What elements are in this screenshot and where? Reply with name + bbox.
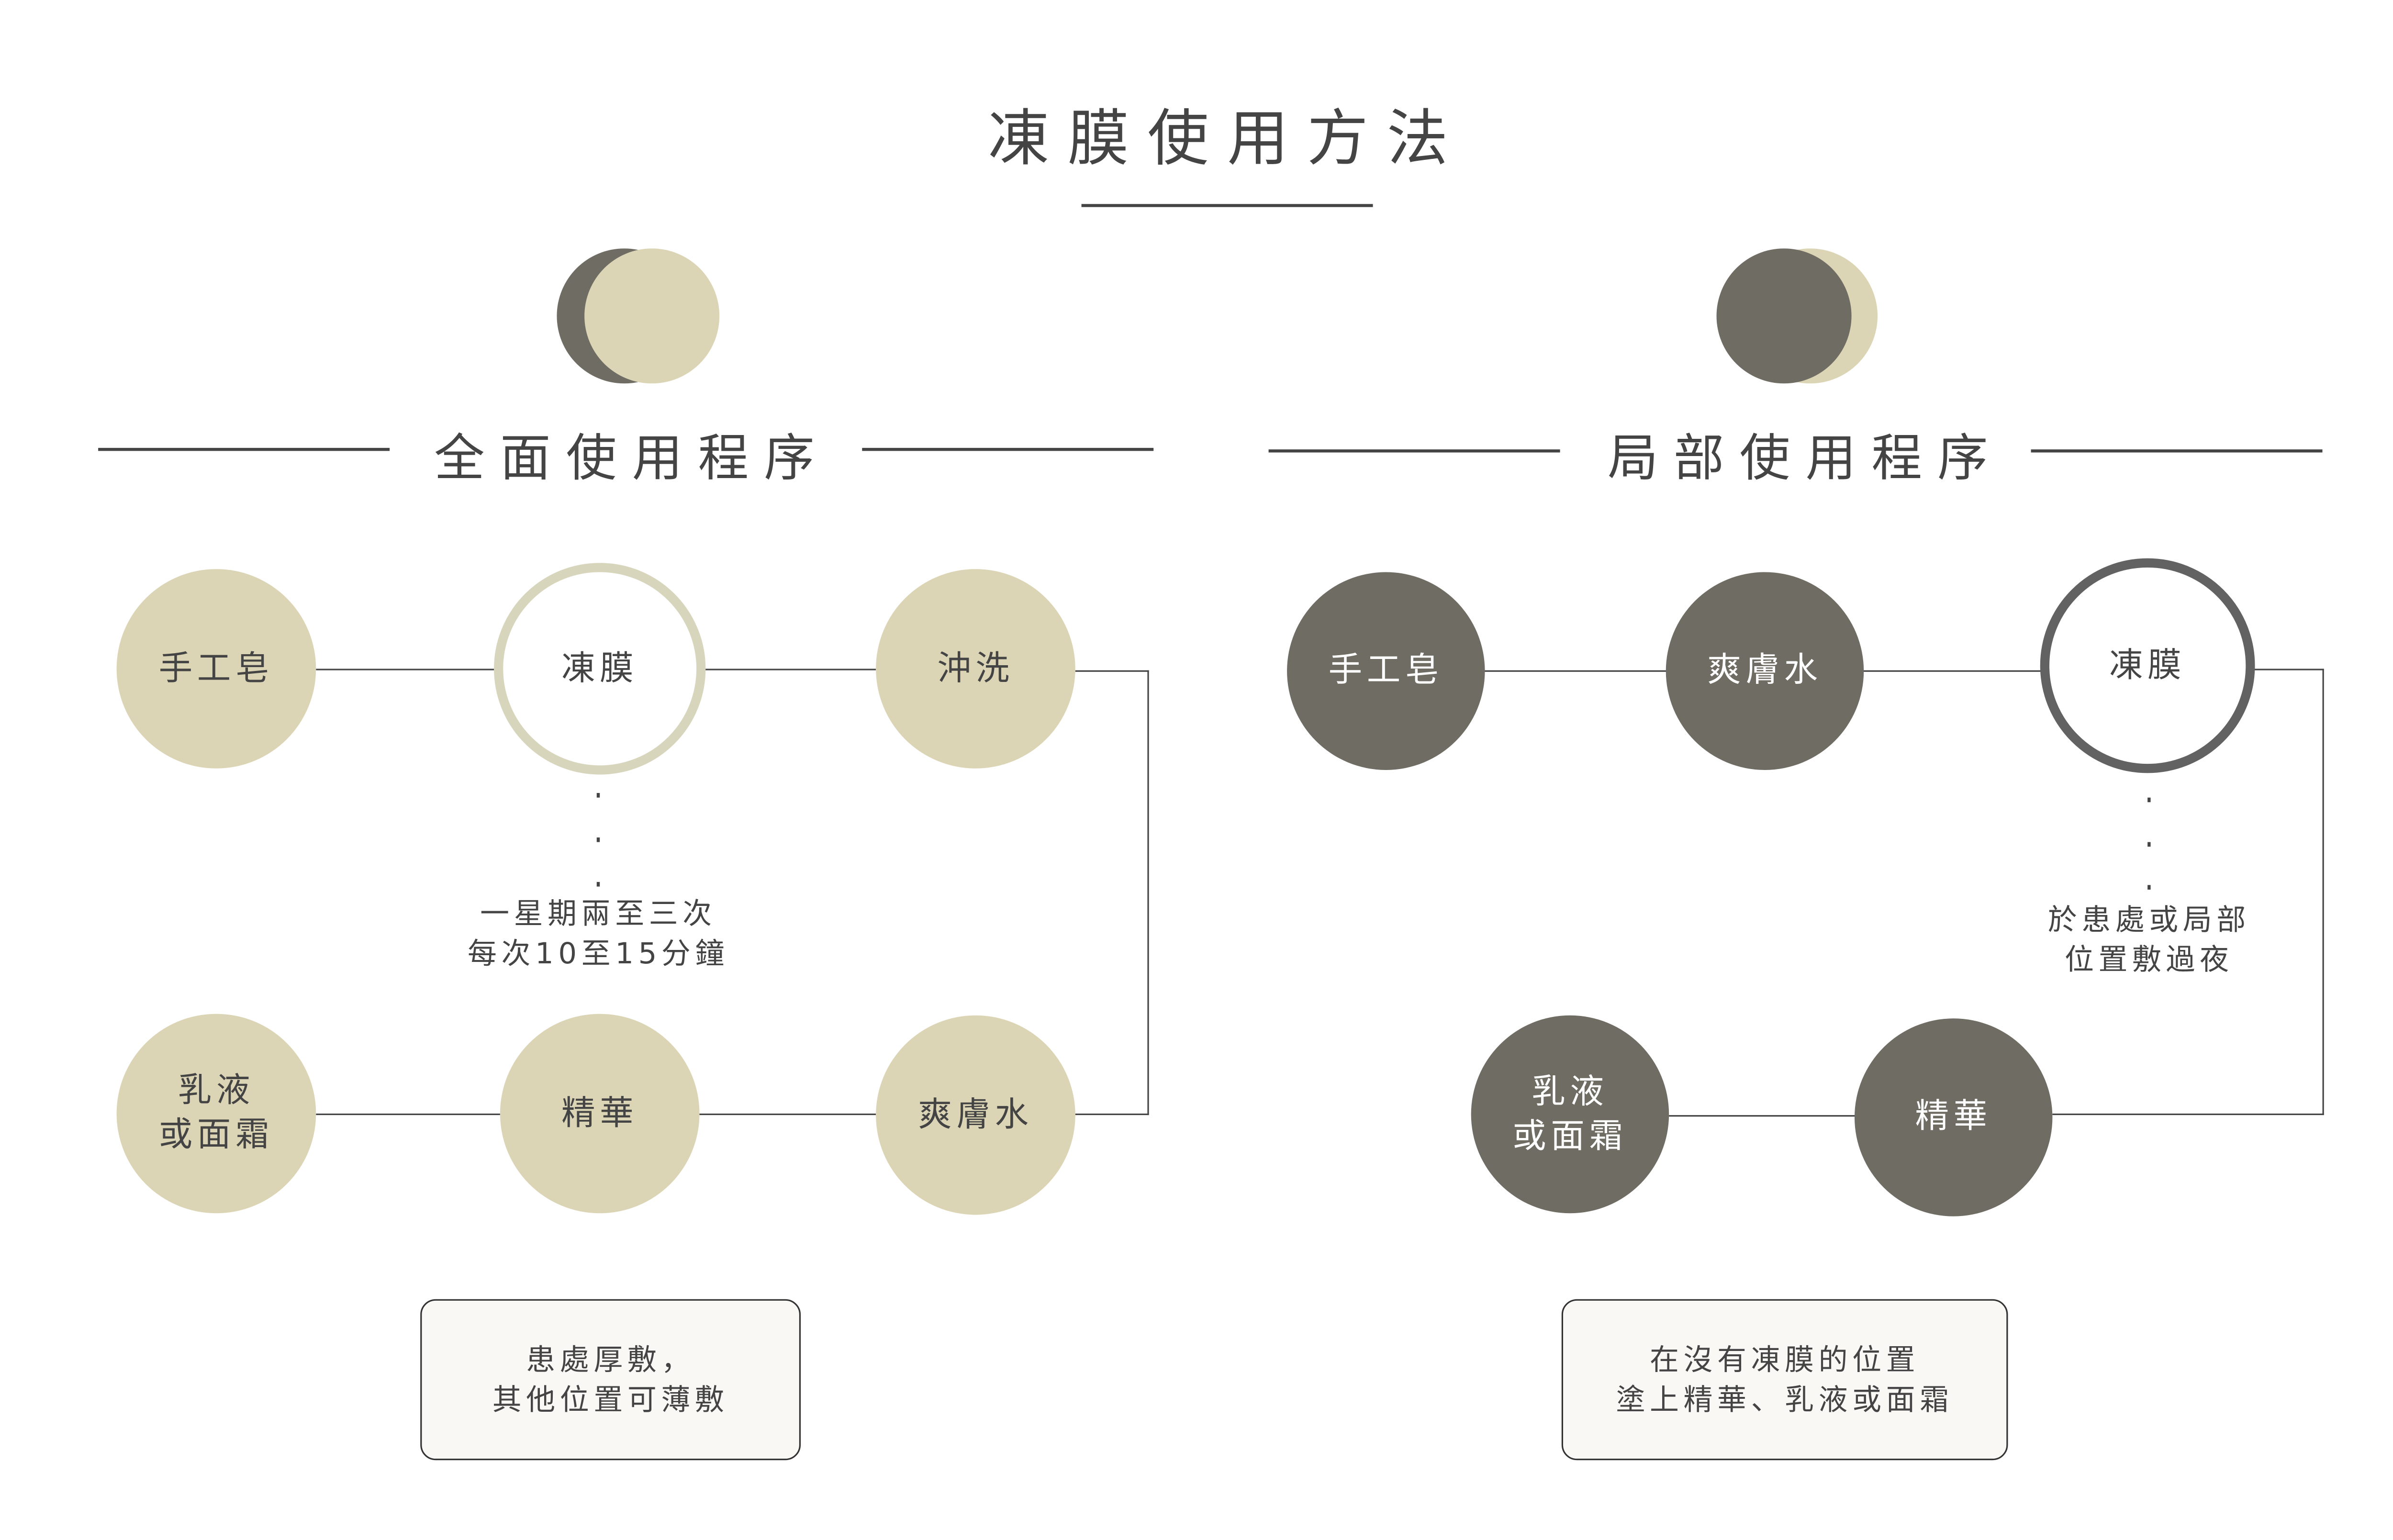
step-soap: 手工皂 <box>116 569 316 769</box>
connector <box>1075 1113 1149 1116</box>
connector <box>1147 670 1149 1116</box>
step-label: 爽膚水 <box>918 1096 1033 1135</box>
divider <box>98 447 390 451</box>
left-tip-box: 患處厚敷，其他位置可薄敷 <box>420 1299 801 1461</box>
connector <box>2252 669 2324 670</box>
step-label: 手工皂 <box>1328 652 1443 691</box>
connector <box>316 1113 500 1116</box>
dot <box>596 793 600 798</box>
full-moon-icon <box>557 248 726 386</box>
right-tip-box: 在沒有凍膜的位置塗上精華、乳液或面霜 <box>1561 1299 2008 1461</box>
step-serum: 精華 <box>500 1014 700 1214</box>
right-overnight-note: 於患處或局部位置敷過夜 <box>2047 903 2250 977</box>
divider <box>862 447 1154 451</box>
divider <box>1268 449 1560 453</box>
left-frequency-note: 一星期兩至三次每次10至15分鐘 <box>467 897 729 971</box>
title-underline <box>1081 204 1373 207</box>
connector <box>1485 670 1669 672</box>
step-rinse: 沖洗 <box>876 569 1075 769</box>
step-label: 精華 <box>1915 1098 1992 1137</box>
dot <box>596 882 600 887</box>
connector <box>2052 1113 2324 1116</box>
step-soap: 手工皂 <box>1287 572 1485 770</box>
step-toner: 爽膚水 <box>1666 572 1864 770</box>
connector <box>1669 1115 1856 1117</box>
right-heading: 局部使用程序 <box>1607 428 2003 488</box>
step-label: 凍膜 <box>561 649 638 688</box>
left-heading: 全面使用程序 <box>434 428 830 488</box>
step-toner: 爽膚水 <box>876 1015 1075 1215</box>
connector <box>1862 670 2046 672</box>
step-label: 手工皂 <box>158 649 274 688</box>
connector <box>699 1113 876 1116</box>
step-label: 或面霜 <box>158 1116 274 1155</box>
step-label: 乳液 <box>178 1072 255 1111</box>
connector <box>2322 669 2324 1116</box>
partial-moon-icon <box>1716 248 1886 386</box>
step-lotion: 乳液或面霜 <box>116 1014 316 1214</box>
connector <box>699 669 876 670</box>
step-label: 或面霜 <box>1512 1117 1628 1156</box>
divider <box>2031 449 2323 453</box>
dot <box>2147 885 2151 890</box>
connector <box>316 669 500 670</box>
dot <box>2147 842 2151 847</box>
step-label: 沖洗 <box>937 649 1014 688</box>
page-title: 凍膜使用方法 <box>988 104 1467 175</box>
step-label: 凍膜 <box>2109 646 2186 685</box>
step-label: 乳液 <box>1532 1072 1609 1112</box>
step-mask: 凍膜 <box>494 563 706 775</box>
step-label: 精華 <box>561 1094 638 1133</box>
step-label: 爽膚水 <box>1707 652 1823 691</box>
dot <box>2147 797 2151 803</box>
step-lotion: 乳液或面霜 <box>1471 1015 1669 1214</box>
step-mask: 凍膜 <box>2040 558 2255 773</box>
connector <box>1075 670 1149 672</box>
dot <box>596 837 600 842</box>
step-serum: 精華 <box>1854 1018 2053 1216</box>
